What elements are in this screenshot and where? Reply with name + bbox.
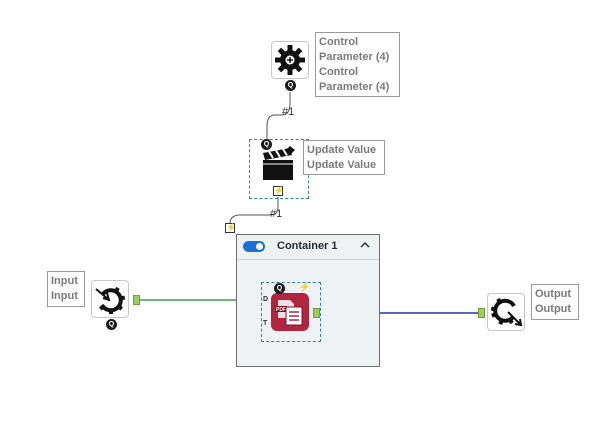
control-parameter-tool[interactable] (271, 41, 309, 79)
svg-text:PDF: PDF (276, 307, 286, 313)
control-parameter-label: Control Parameter (4) Control Parameter … (315, 32, 400, 97)
output-tool[interactable] (487, 293, 525, 331)
connection-control-to-update[interactable] (266, 92, 291, 140)
input-output-anchor[interactable] (133, 295, 140, 305)
pdf-tool-selection (261, 282, 321, 342)
pdf-tool-bolt-icon[interactable]: ⚡ (299, 282, 311, 292)
output-label: Output Output (531, 284, 579, 320)
pdf-tool-port-d[interactable]: D (263, 296, 269, 303)
update-value-q-badge[interactable]: Q (261, 139, 272, 150)
update-value-label: Update Value Update Value (303, 140, 385, 175)
pdf-document-icon: PDF (271, 293, 309, 331)
pdf-tool-output-anchor[interactable] (313, 308, 320, 318)
clapperboard-icon (263, 146, 295, 180)
connection-label-2: #1 (270, 208, 283, 220)
gear-icon (275, 45, 305, 75)
container-1[interactable]: Container 1 (236, 234, 380, 367)
macro-input-icon (95, 286, 126, 314)
output-input-anchor[interactable] (478, 308, 485, 318)
container-bolt-icon[interactable]: ⚡ (225, 223, 236, 233)
connection-label-1: #1 (282, 106, 295, 118)
pdf-tool-port-t[interactable]: T (263, 320, 268, 327)
input-label: Input Input (47, 271, 85, 307)
macro-output-icon (490, 297, 523, 327)
input-q-badge[interactable]: Q (106, 319, 117, 330)
container-collapse-icon[interactable] (359, 240, 371, 253)
pdf-tool-q-badge[interactable]: Q (274, 283, 285, 294)
connection-update-to-container[interactable] (229, 197, 279, 225)
pdf-tool[interactable]: PDF (270, 292, 310, 332)
input-tool[interactable] (91, 280, 129, 318)
container-toggle[interactable] (243, 241, 265, 252)
update-value-tool[interactable] (259, 146, 299, 182)
container-title: Container 1 (277, 240, 338, 252)
control-parameter-q-badge[interactable]: Q (285, 80, 296, 91)
update-value-bolt-icon[interactable]: ⚡ (273, 186, 284, 196)
container-header[interactable]: Container 1 (237, 235, 379, 260)
